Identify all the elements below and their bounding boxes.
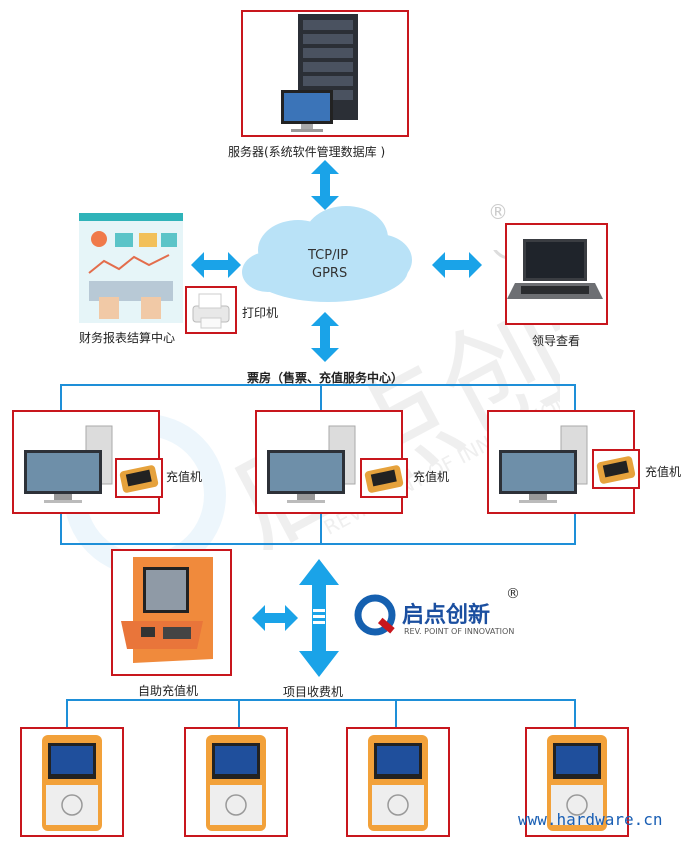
laptop-icon [507, 239, 603, 299]
arrow-cloud-leader [432, 252, 482, 278]
ticket-bottom-riser-3 [574, 514, 576, 544]
recharge-label-3: 充值机 [645, 465, 682, 479]
ticket-top-drop-3 [574, 384, 576, 410]
terminal-drop-3 [395, 699, 397, 727]
terminal-4 [525, 727, 629, 837]
pos-terminal-icon [368, 735, 428, 831]
terminal-drop-2 [238, 699, 240, 727]
ticket-office-label: 票房（售票、充值服务中心） [247, 371, 404, 385]
pos-terminal-icon [206, 735, 266, 831]
terminal-2 [184, 727, 288, 837]
pos-terminal-icon [42, 735, 102, 831]
finance-box [79, 213, 183, 323]
cloud-label-tcpip: TCP/IP [308, 248, 349, 263]
arrow-finance-cloud [191, 252, 241, 278]
arrow-ticket-terminals [299, 559, 339, 677]
desktop-pc-icon [24, 425, 113, 503]
server-icon [281, 14, 358, 132]
terminal-1 [20, 727, 124, 837]
printer-label: 打印机 [242, 306, 279, 320]
cloud-network [242, 206, 412, 302]
cloud-label-gprs: GPRS [312, 266, 348, 281]
ticket-bottom-bar [60, 543, 576, 545]
registered-mark-watermark: ® [488, 200, 508, 224]
arrow-self-recharge [252, 605, 298, 631]
arrow-server-cloud [311, 160, 339, 210]
printer-box [185, 286, 237, 334]
terminal-drop-4 [574, 699, 576, 727]
brand-registered: ® [506, 586, 520, 602]
ticket-bottom-riser-1 [60, 514, 62, 544]
ticket-top-bar [60, 384, 576, 386]
card-reader-icon [596, 456, 636, 484]
recharge-card-reader-3 [592, 449, 640, 489]
terminal-drop-1 [66, 699, 68, 727]
leader-box [505, 223, 608, 325]
self-recharge-label: 自助充值机 [138, 684, 199, 698]
recharge-card-reader-2 [360, 458, 408, 498]
pos-terminal-icon [547, 735, 607, 831]
finance-dashboard-icon [79, 213, 183, 323]
desktop-pc-icon [499, 425, 588, 503]
brand-name: 启点创新 [402, 603, 491, 628]
server-label: 服务器(系统软件管理数据库 ) [228, 145, 386, 159]
ticket-top-drop-1 [60, 384, 62, 410]
footer-site-url: www.hardware.cn [518, 810, 663, 829]
arrow-cloud-ticket [311, 312, 339, 362]
ticket-top-drop-2 [320, 384, 322, 410]
server-box [241, 10, 409, 137]
recharge-label-1: 充值机 [166, 470, 203, 484]
terminal-3 [346, 727, 450, 837]
recharge-card-reader-1 [115, 458, 163, 498]
desktop-pc-icon [267, 425, 356, 503]
recharge-label-2: 充值机 [413, 470, 450, 484]
kiosk-icon [121, 557, 213, 663]
brand-slogan: REV. POINT OF INNOVATION [404, 627, 515, 636]
finance-label: 财务报表结算中心 [79, 331, 176, 345]
card-reader-icon [364, 465, 404, 493]
terminal-bus [66, 699, 576, 701]
card-reader-icon [119, 465, 159, 493]
ticket-bottom-riser-2 [320, 514, 322, 544]
self-recharge-box [111, 549, 232, 676]
printer-icon [192, 293, 230, 329]
brand-q-logo-icon [354, 594, 396, 636]
leader-label: 领导查看 [532, 334, 581, 348]
project-terminal-label: 项目收费机 [283, 685, 344, 699]
